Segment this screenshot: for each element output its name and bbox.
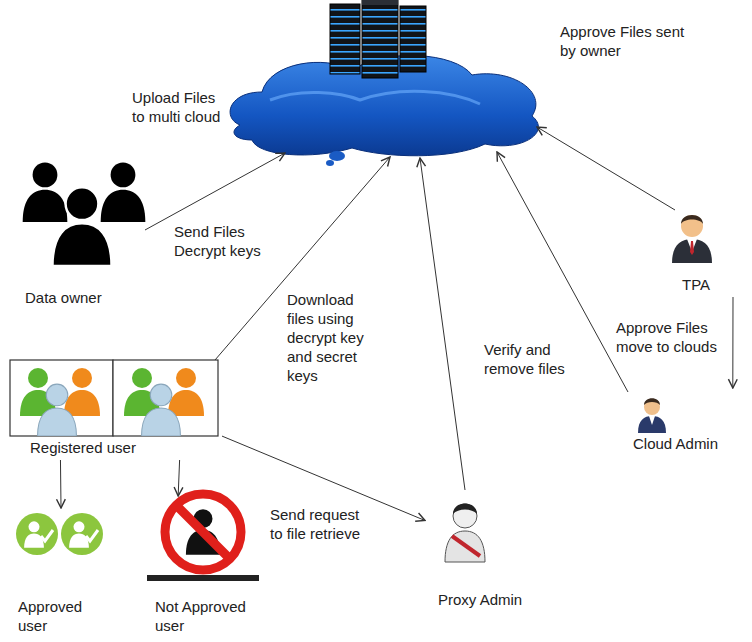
actor-label: Cloud Admin xyxy=(633,434,718,453)
actor-label: Registered user xyxy=(30,438,136,457)
proxy-admin-icon xyxy=(445,504,485,563)
arrow-note: Upload Files to multi cloud xyxy=(130,88,226,126)
cloud-arrows xyxy=(145,127,675,490)
actor-label: TPA xyxy=(682,275,710,294)
flow-arrow xyxy=(60,460,62,508)
actor-figure: Registered user xyxy=(10,356,222,460)
actor-label: Data owner xyxy=(25,288,102,307)
actor-figure: Not Approved user xyxy=(148,496,264,638)
actor-figure: Proxy Admin xyxy=(425,490,545,612)
actor-figure: Approved user xyxy=(10,508,107,638)
flow-arrow xyxy=(732,297,733,388)
tpa-icon xyxy=(672,215,712,263)
actor-figure: TPA xyxy=(660,205,740,297)
flow-arrow xyxy=(178,460,179,496)
arrow-note: Send Files Decrypt keys xyxy=(172,222,268,260)
cloud-servers xyxy=(230,0,538,166)
arrow-note: Verify and remove files xyxy=(482,340,581,378)
arrow-note: Download files using decrypt key and sec… xyxy=(285,290,371,385)
registered-users-icon xyxy=(10,360,218,436)
arrow-note: Approve Files sent by owner xyxy=(558,22,702,60)
not-approved-icon xyxy=(147,494,259,581)
cloud-admin-icon xyxy=(638,398,666,433)
edge-label: Approve Files move to clouds xyxy=(614,318,730,356)
data-owner-icon xyxy=(23,162,146,266)
edge-label: Send request to file retrieve xyxy=(268,505,372,543)
actor-label: Proxy Admin xyxy=(438,590,522,609)
actor-label: Not Approved user xyxy=(155,597,260,635)
approved-user-icon xyxy=(16,513,103,555)
actor-label: Approved user xyxy=(18,597,103,635)
actor-figure: Data owner xyxy=(15,150,150,310)
actor-figure: Cloud Admin xyxy=(620,388,740,456)
